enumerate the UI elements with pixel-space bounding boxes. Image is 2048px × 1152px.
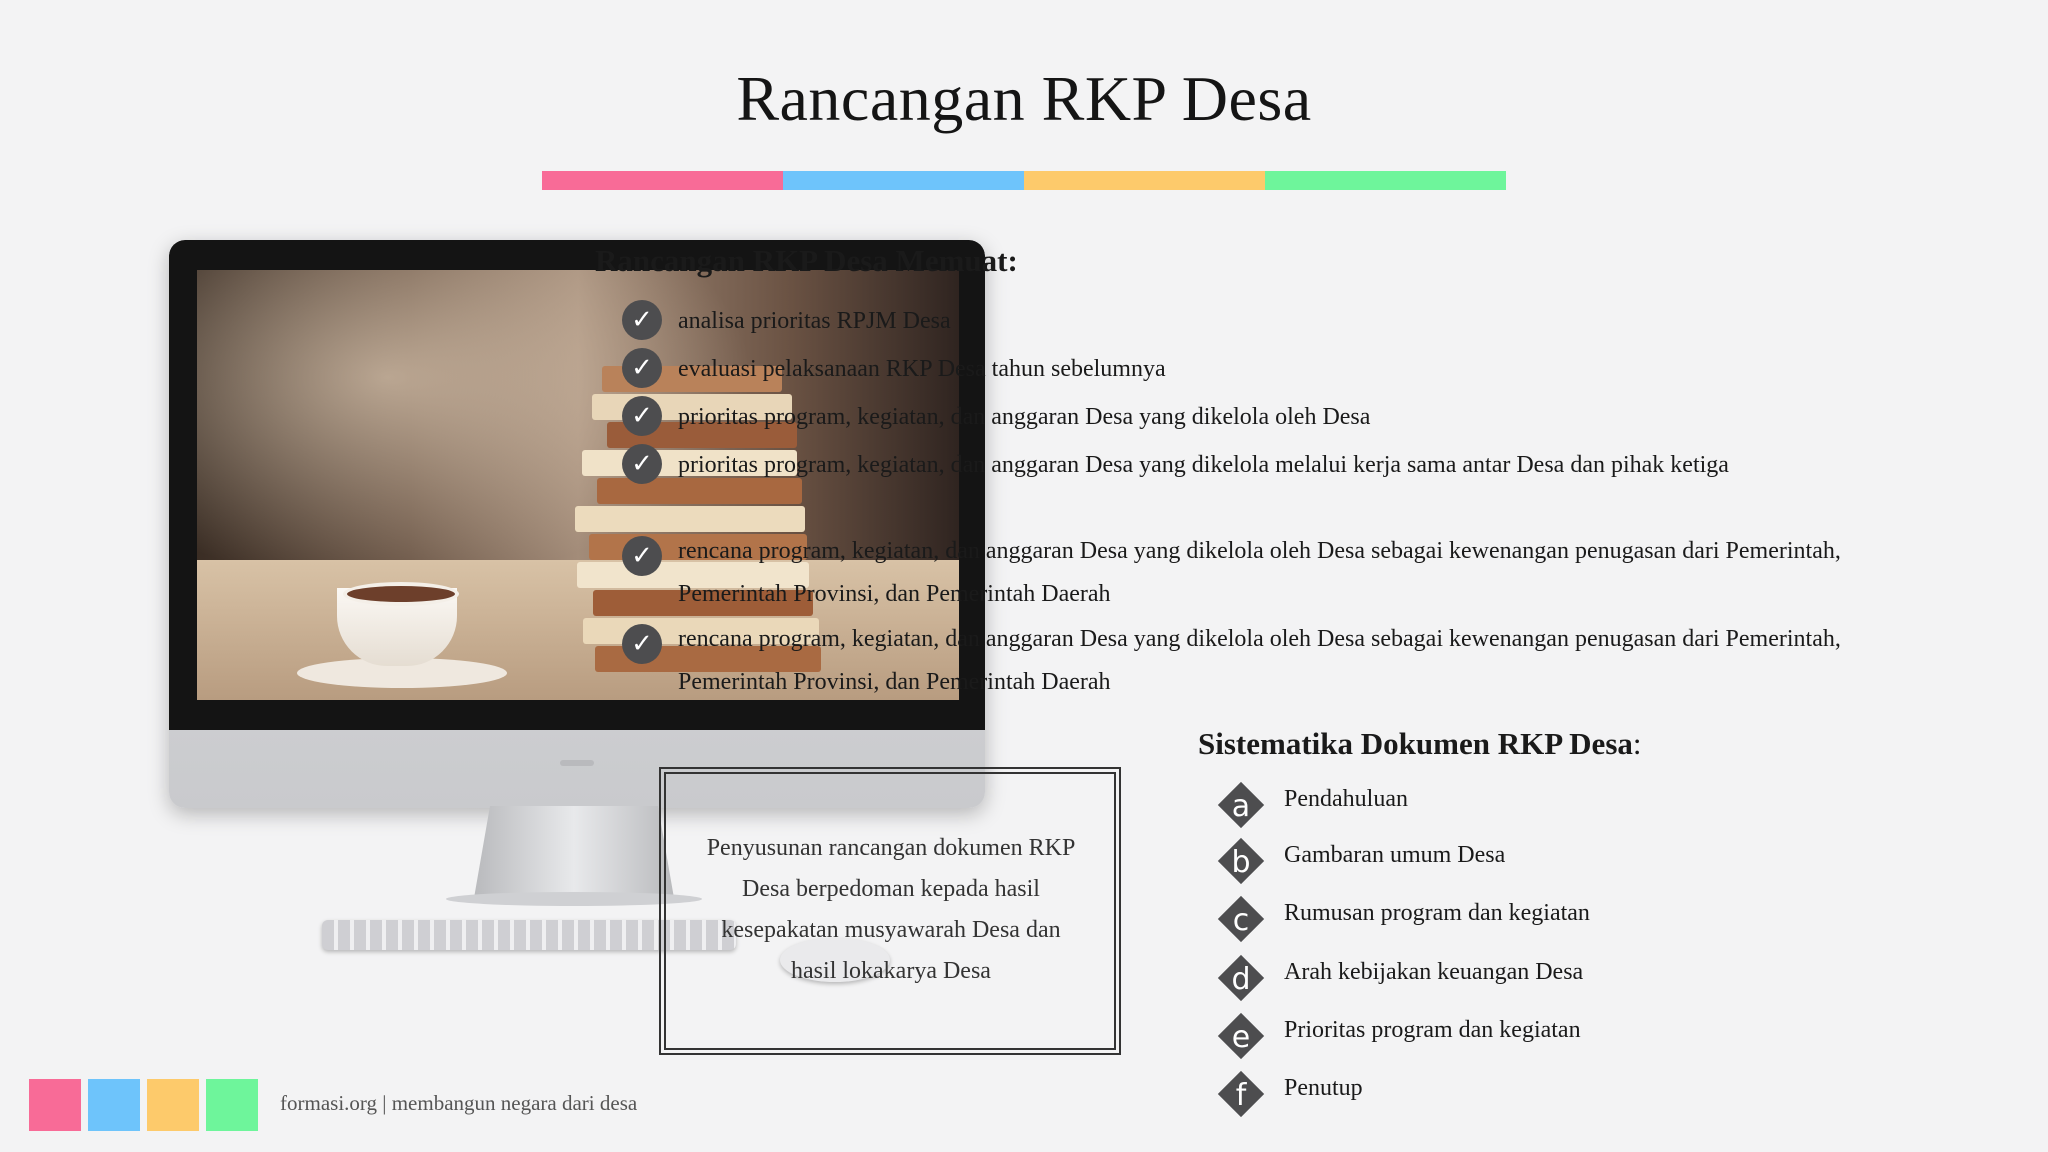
- systematics-item-letter: b: [1231, 845, 1251, 880]
- footer-square-green: [206, 1079, 258, 1131]
- footer-square-blue: [88, 1079, 140, 1131]
- slide-title: Rancangan RKP Desa: [736, 63, 1312, 134]
- note-text: Penyusunan rancangan dokumen RKP Desa be…: [676, 828, 1106, 992]
- checklist-item-text: analisa prioritas RPJM Desa: [678, 308, 951, 334]
- systematics-item-label: Rumusan program dan kegiatan: [1284, 900, 1590, 926]
- note-line: hasil lokakarya Desa: [791, 958, 991, 984]
- color-segment-yellow: [1024, 171, 1265, 190]
- monitor-stand-base: [446, 892, 702, 906]
- color-segment-blue: [783, 171, 1024, 190]
- monitor-stand: [474, 806, 674, 898]
- mouse: [780, 938, 890, 982]
- photo-coffee-cup: [337, 582, 459, 666]
- systematics-item-label: Penutup: [1284, 1075, 1363, 1101]
- monitor: [169, 240, 985, 808]
- photo-book: [582, 450, 797, 476]
- systematics-heading-text: Sistematika Dokumen RKP Desa: [1198, 726, 1633, 761]
- systematics-item-label: Pendahuluan: [1284, 786, 1408, 812]
- note-line: Penyusunan rancangan dokumen RKP: [706, 835, 1076, 861]
- systematics-item-label: Gambaran umum Desa: [1284, 842, 1506, 868]
- systematics-item-letter: f: [1235, 1078, 1247, 1113]
- check-circle-icon: ✓: [622, 536, 662, 576]
- footer-square-yellow: [147, 1079, 199, 1131]
- systematics-item-label: Prioritas program dan kegiatan: [1284, 1017, 1581, 1043]
- systematics-item-letter: d: [1231, 962, 1251, 997]
- systematics-heading-colon: :: [1632, 726, 1642, 761]
- footer-color-squares: [29, 1079, 258, 1131]
- photo-book: [597, 478, 802, 504]
- systematics-item-letter: e: [1231, 1020, 1251, 1055]
- keyboard: [322, 920, 736, 950]
- checklist-item-text-line2: Pemerintah Provinsi, dan Pemerintah Daer…: [678, 581, 1111, 607]
- checklist-item-text: rencana program, kegiatan, dan anggaran …: [678, 626, 1841, 652]
- note-box-frame: [659, 767, 1121, 1055]
- checklist-item-text-line2: Pemerintah Provinsi, dan Pemerintah Daer…: [678, 669, 1111, 695]
- color-segment-pink: [542, 171, 783, 190]
- color-segment-green: [1265, 171, 1506, 190]
- check-circle-icon: ✓: [622, 348, 662, 388]
- check-circle-icon: ✓: [622, 396, 662, 436]
- note-line: Desa berpedoman kepada hasil: [742, 876, 1040, 902]
- monitor-screen-photo: [197, 270, 959, 700]
- footer-square-pink: [29, 1079, 81, 1131]
- checklist-item-text: prioritas program, kegiatan, dan anggara…: [678, 404, 1371, 430]
- systematics-item-letter: a: [1231, 789, 1251, 824]
- checklist-item-text: rencana program, kegiatan, dan anggaran …: [678, 538, 1841, 564]
- systematics-heading: Sistematika Dokumen RKP Desa:: [1198, 726, 1642, 762]
- check-circle-icon: ✓: [622, 624, 662, 664]
- footer-text: formasi.org | membangun negara dari desa: [280, 1091, 638, 1115]
- monitor-logo: [560, 760, 594, 766]
- photo-book: [575, 506, 805, 532]
- photo-book: [593, 590, 813, 616]
- checklist-item-text: evaluasi pelaksanaan RKP Desa tahun sebe…: [678, 356, 1166, 382]
- checklist-item-text: prioritas program, kegiatan, dan anggara…: [678, 452, 1729, 478]
- check-circle-icon: ✓: [622, 300, 662, 340]
- check-circle-icon: ✓: [622, 444, 662, 484]
- color-divider-bar: [542, 171, 1506, 190]
- checklist-heading: Rancangan RKP Desa Memuat:: [595, 243, 1018, 278]
- note-line: kesepakatan musyawarah Desa dan: [721, 917, 1061, 943]
- monitor-bezel: [169, 240, 985, 730]
- systematics-item-letter: c: [1232, 903, 1250, 938]
- photo-book: [577, 562, 809, 588]
- systematics-item-label: Arah kebijakan keuangan Desa: [1284, 959, 1584, 985]
